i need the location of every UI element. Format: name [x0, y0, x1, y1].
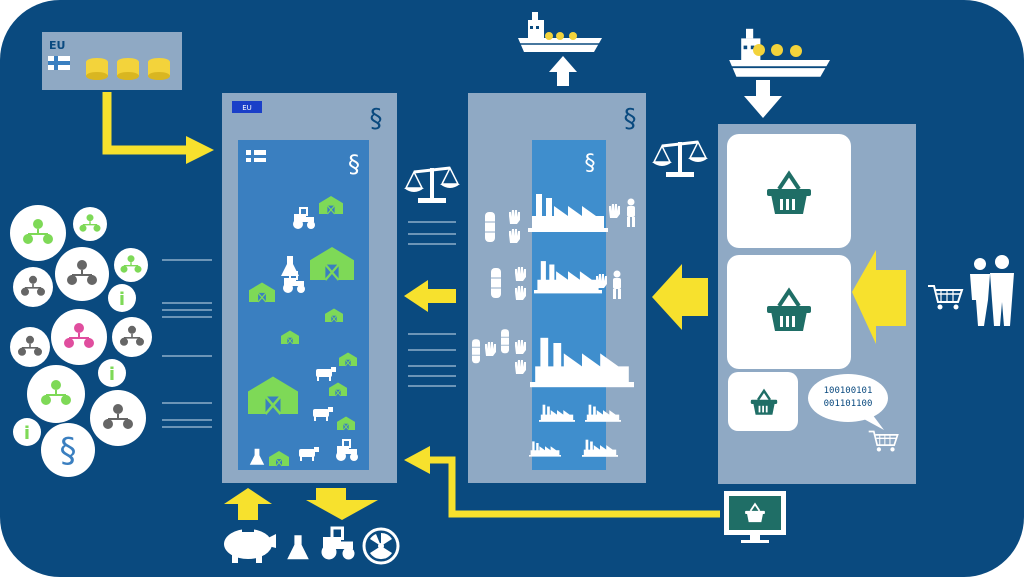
- eu-funding-label: EU: [49, 39, 65, 52]
- binary-text-2: 001101100: [824, 399, 873, 409]
- radiation-icon: [362, 527, 400, 565]
- finland-flag-icon: [246, 150, 266, 162]
- paragraph-icon: §: [60, 431, 77, 471]
- eu-funding-box: EU: [42, 32, 182, 90]
- coins-icon: [86, 58, 170, 80]
- cargo-icon: [753, 44, 802, 57]
- silo-icon: [500, 328, 510, 354]
- cargo-icon: [545, 32, 577, 40]
- industry-inner-paragraph-icon: §: [585, 151, 596, 176]
- silo-icon: [471, 338, 481, 364]
- import-arrow-icon: [744, 80, 782, 118]
- eu-flag-icon: [232, 101, 262, 113]
- piggy-bank-icon: [224, 529, 276, 563]
- national-paragraph-icon: §: [348, 150, 360, 178]
- feedback-arrow-head: [404, 446, 430, 474]
- speech-bubble: 100100101 001101100: [808, 374, 888, 430]
- info-icon: i: [119, 289, 125, 310]
- info-icon: i: [24, 423, 30, 444]
- consumer-to-retail-arrow: [852, 250, 906, 344]
- funding-arrow: [102, 92, 188, 155]
- funding-arrow-head: [186, 136, 214, 164]
- monitor-icon: [724, 491, 786, 543]
- regulation-industry-lines: [408, 221, 456, 387]
- stakeholder-cluster: i i i §: [10, 205, 152, 477]
- input-arrow-up: [224, 488, 272, 520]
- silo-icon: [484, 211, 496, 243]
- binary-text-1: 100100101: [824, 386, 873, 396]
- industry-to-production-arrow: [404, 280, 456, 312]
- industry-panel: § §: [468, 93, 646, 483]
- stakeholder-lines: [162, 259, 212, 428]
- consumers-icon: [970, 255, 1014, 326]
- output-arrow-down: [306, 488, 378, 520]
- silo-icon: [490, 267, 502, 299]
- industry-paragraph-icon: §: [624, 104, 637, 134]
- national-panel: §: [238, 140, 369, 470]
- feedback-arrow: [428, 456, 720, 518]
- regulation-paragraph-icon: §: [370, 104, 383, 134]
- eu-tag: EU: [242, 104, 252, 112]
- finland-flag-icon: [48, 56, 70, 70]
- retail-to-industry-arrow: [652, 264, 708, 330]
- info-icon: i: [109, 364, 115, 385]
